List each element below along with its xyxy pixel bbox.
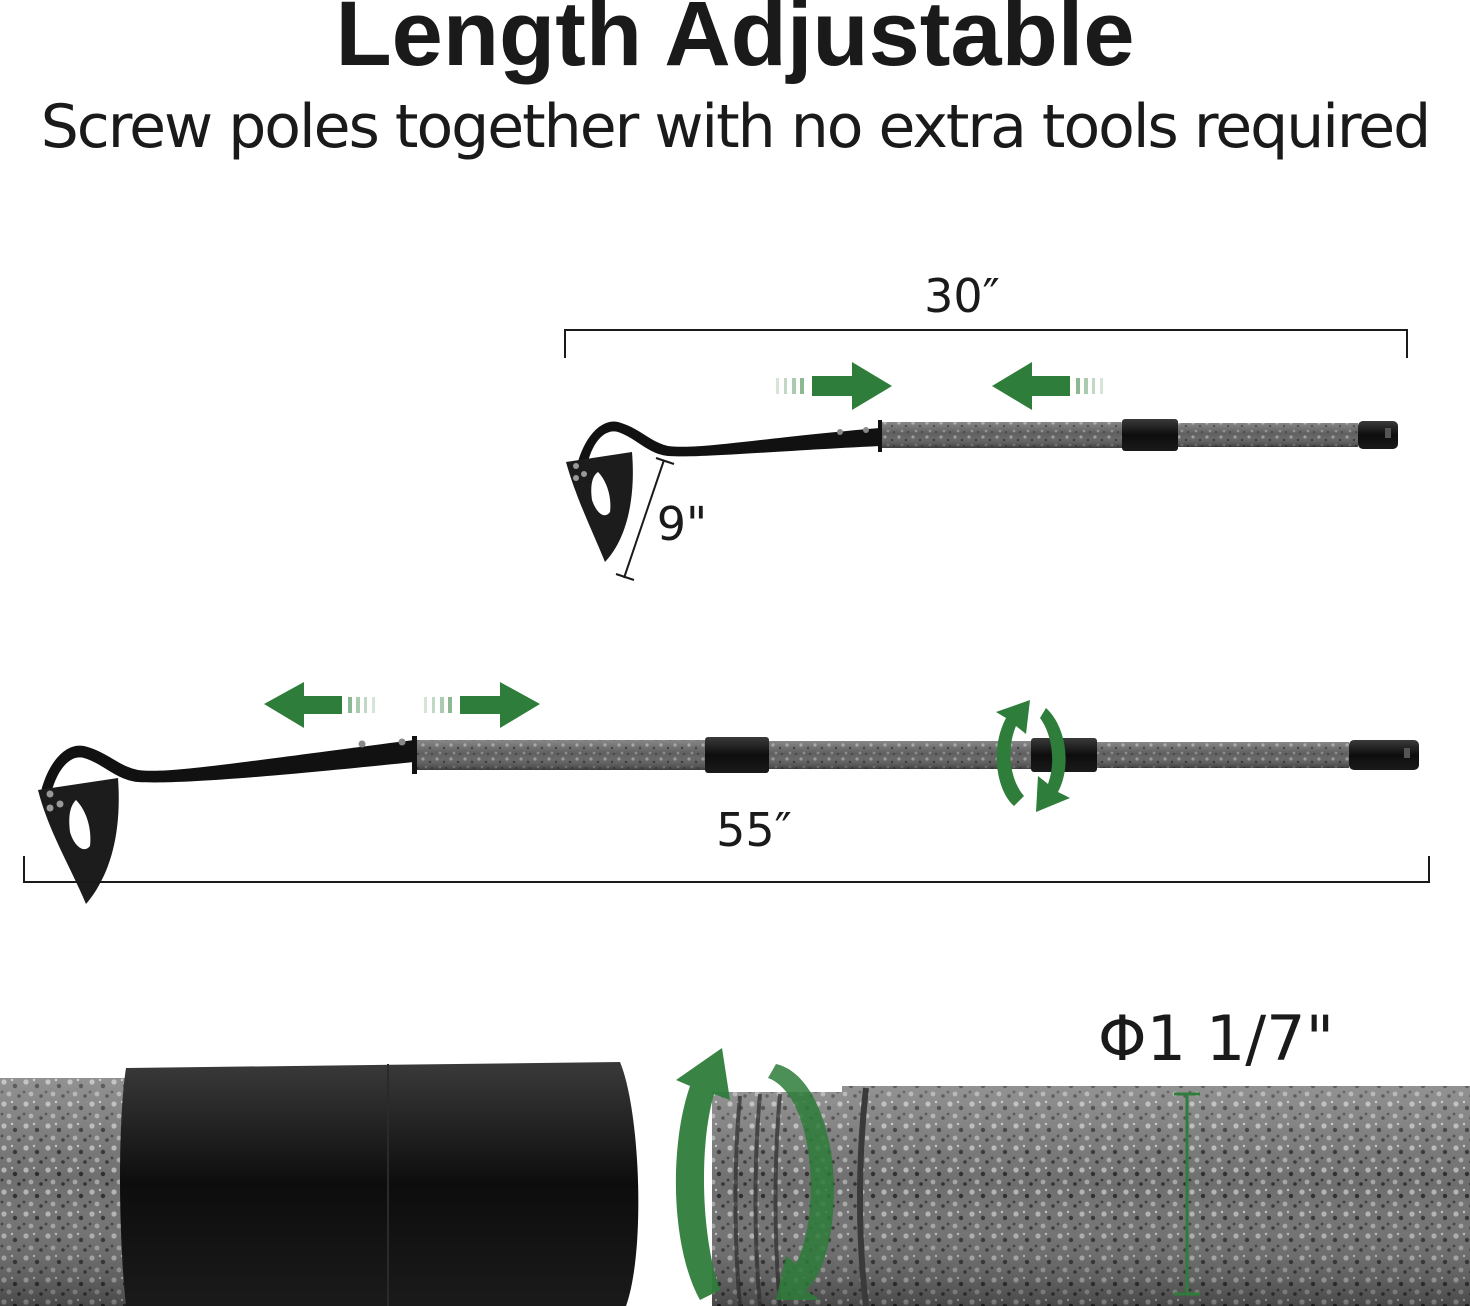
arrow-left-icon <box>264 682 375 728</box>
rotate-icon <box>996 700 1070 812</box>
long-length-label: 55″ <box>716 803 792 857</box>
blade-height-label: 9" <box>657 497 707 551</box>
short-length-bracket <box>564 329 1408 358</box>
short-hoe: 30″ <box>564 269 1408 581</box>
short-length-label: 30″ <box>924 269 1000 323</box>
long-hoe: 55″ <box>23 682 1430 904</box>
long-length-bracket <box>23 856 1430 883</box>
arrow-right-icon <box>776 362 892 410</box>
arrow-right-icon <box>424 682 540 728</box>
arrow-left-icon <box>992 362 1103 410</box>
rotate-icon <box>675 1048 834 1300</box>
diameter-label: Φ1 1/7" <box>1098 1002 1334 1075</box>
headline-subtitle: Screw poles together with no extra tools… <box>40 92 1432 162</box>
joint-closeup: Φ1 1/7" <box>0 1002 1470 1306</box>
headline-title: Length Adjustable <box>335 0 1135 85</box>
